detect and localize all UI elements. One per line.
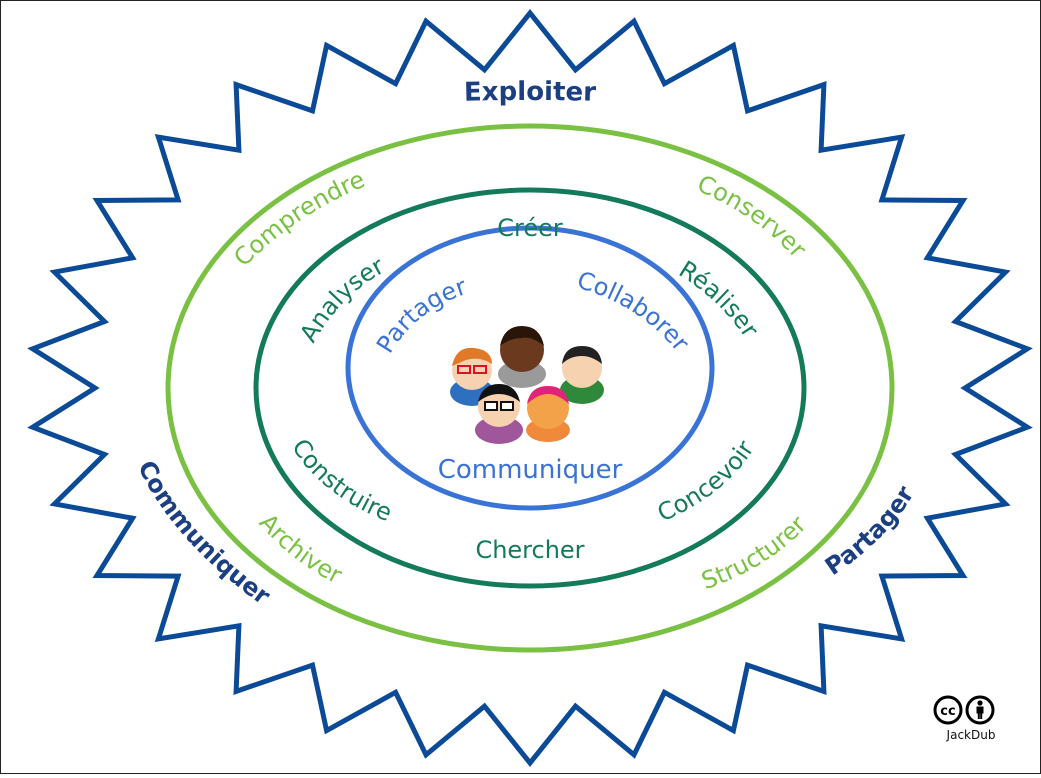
inner-label-bottom: Communiquer xyxy=(438,455,623,485)
person-man-glasses xyxy=(475,384,523,444)
author-credit: JackDub xyxy=(946,728,996,742)
middle-ring xyxy=(253,187,807,589)
creative-commons-by-icon: cc xyxy=(933,695,995,725)
person-green-shirt xyxy=(560,346,604,404)
inner-ring xyxy=(345,225,715,511)
person-pink-hair xyxy=(526,386,570,442)
middle-label-bottom: Chercher xyxy=(475,536,584,564)
group-of-people-icon xyxy=(450,326,604,444)
outer-ring xyxy=(165,123,895,653)
person-dark-skin xyxy=(498,326,546,388)
license-credit: cc JackDub xyxy=(926,694,1016,754)
star-label-top-text: Exploiter xyxy=(464,77,597,108)
middle-label-top: Créer xyxy=(497,214,563,242)
svg-text:cc: cc xyxy=(940,704,955,719)
star-label-top: Exploiter xyxy=(464,77,597,108)
